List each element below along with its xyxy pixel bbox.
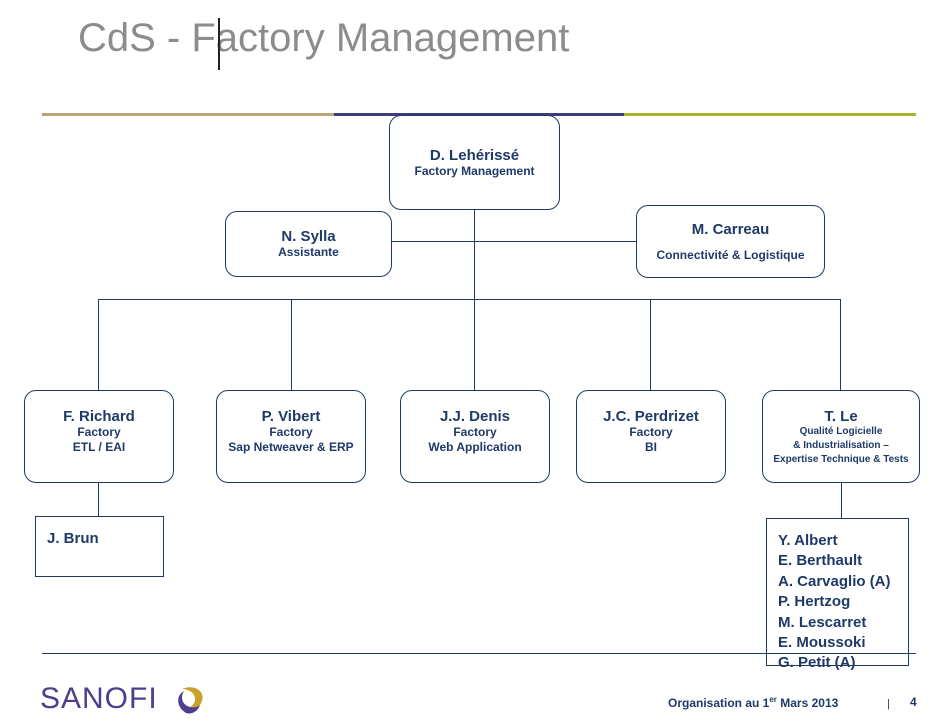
connector-richard-team: [98, 482, 99, 518]
connector-le-team: [841, 482, 842, 519]
node-line1: Factory: [629, 425, 673, 439]
footer-divider: [42, 653, 916, 654]
footer-org-suffix: Mars 2013: [776, 696, 839, 710]
node-line1: Factory: [269, 425, 313, 439]
team-member: J. Brun: [47, 530, 99, 547]
connector-unit-3: [474, 299, 475, 391]
node-role: Connectivité & Logistique: [656, 248, 805, 262]
node-line1: Factory: [77, 425, 121, 439]
slide-title: CdS - Factory Management: [78, 16, 570, 60]
connector-bus: [98, 299, 651, 300]
node-unit-denis: J.J. Denis Factory Web Application: [400, 390, 550, 483]
connector-bus-right: [650, 299, 841, 300]
node-line2: Web Application: [428, 440, 522, 454]
team-member: M. Lescarret: [778, 613, 867, 631]
node-line1: Factory: [453, 425, 497, 439]
connector-unit-4: [650, 299, 651, 391]
footer-separator: |: [887, 698, 890, 710]
node-unit-le: T. Le Qualité Logicielle & Industrialisa…: [762, 390, 920, 483]
node-line2: & Industrialisation –: [793, 440, 889, 451]
sanofi-logo: SANOFI: [40, 682, 158, 715]
node-unit-richard: F. Richard Factory ETL / EAI: [24, 390, 174, 483]
node-line2: BI: [645, 440, 657, 454]
footer-organisation-date: Organisation au 1er Mars 2013: [668, 695, 838, 710]
node-unit-perdrizet: J.C. Perdrizet Factory BI: [576, 390, 726, 483]
node-name: F. Richard: [63, 408, 135, 425]
team-member: P. Hertzog: [778, 593, 851, 611]
text-cursor: [218, 18, 220, 70]
title-divider-gold: [42, 113, 334, 116]
page-number: 4: [910, 695, 917, 709]
node-name: D. Lehérissé: [429, 147, 520, 164]
node-name: N. Sylla: [281, 228, 336, 245]
connector-unit-5: [840, 299, 841, 391]
connector-staff: [391, 241, 636, 242]
node-name: P. Vibert: [261, 408, 321, 425]
node-staff: M. Carreau Connectivité & Logistique: [636, 205, 825, 278]
footer-org-prefix: Organisation au 1: [668, 696, 770, 710]
title-divider-navy: [334, 113, 624, 116]
node-role: Assistante: [278, 245, 339, 259]
node-head: D. Lehérissé Factory Management: [389, 115, 560, 210]
node-assistant: N. Sylla Assistante: [225, 211, 392, 277]
title-divider-olive: [624, 113, 916, 116]
team-box-le: Y. Albert E. Berthault A. Carvaglio (A) …: [766, 518, 909, 671]
node-name: M. Carreau: [691, 221, 770, 238]
node-name: J.C. Perdrizet: [603, 408, 699, 425]
node-line2: Sap Netweaver & ERP: [228, 440, 354, 454]
team-member: E. Berthault: [778, 552, 863, 570]
team-member: Y. Albert: [778, 532, 838, 549]
connector-head-down: [474, 208, 475, 300]
node-name: T. Le: [824, 408, 858, 425]
team-box-richard: J. Brun: [35, 516, 164, 577]
node-line3: Expertise Technique & Tests: [773, 454, 909, 465]
node-line1: Qualité Logicielle: [799, 426, 883, 437]
node-role: Factory Management: [414, 164, 535, 178]
team-member: G. Petit (A): [778, 654, 856, 672]
connector-unit-2: [291, 299, 292, 391]
node-line2: ETL / EAI: [72, 440, 126, 454]
team-member: A. Carvaglio (A): [778, 572, 891, 590]
connector-unit-1: [98, 299, 99, 391]
team-member: E. Moussoki: [778, 634, 866, 652]
sanofi-swirl-icon: [178, 687, 203, 714]
node-unit-vibert: P. Vibert Factory Sap Netweaver & ERP: [216, 390, 366, 483]
footer-org-sup: er: [769, 695, 777, 704]
node-name: J.J. Denis: [439, 408, 511, 425]
